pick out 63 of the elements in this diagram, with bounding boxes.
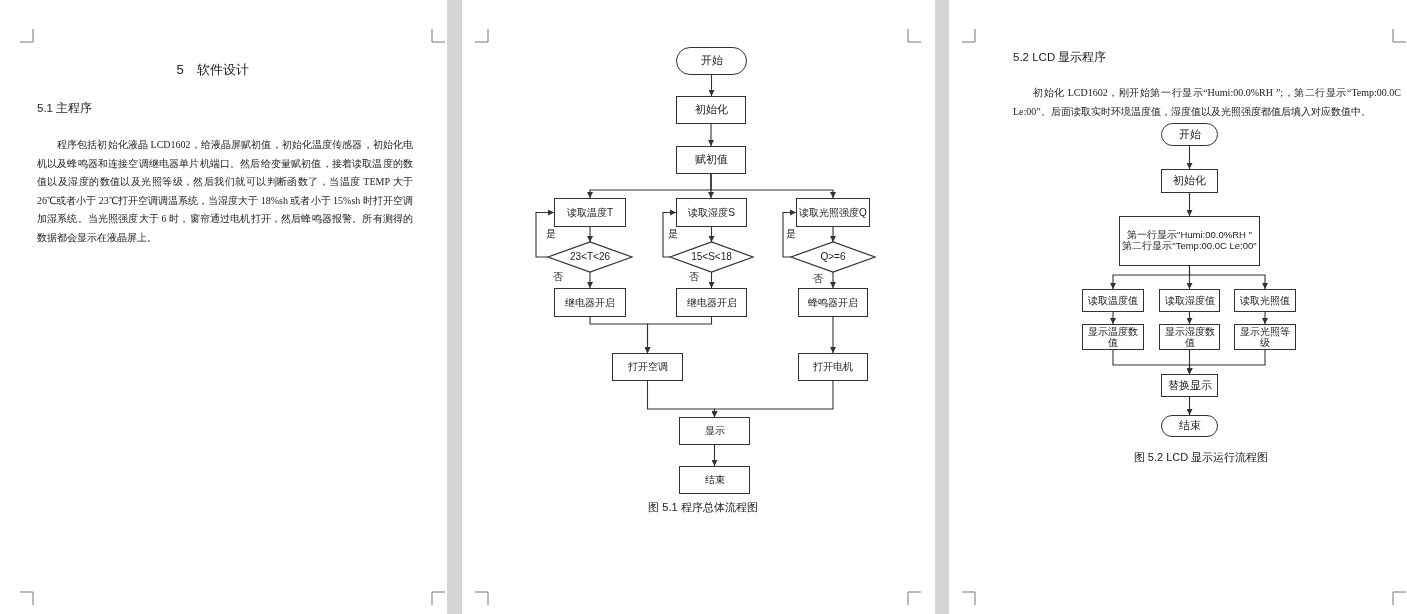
process-box: 显示温度数值 [1082, 324, 1144, 350]
flow-arrow [711, 444, 718, 467]
flow-arrow [708, 226, 715, 243]
process-box: 第一行显示"Humi:00.0%RH " 第二行显示"Temp:00.0C Le:00" [1119, 216, 1260, 266]
flow-arrow [708, 271, 715, 289]
process-box: 初始化 [1161, 169, 1218, 193]
process-box: 显示湿度数值 [1159, 324, 1220, 350]
flow-arrow [830, 226, 836, 243]
flow-arrow [782, 209, 797, 258]
flow-arrow [1188, 265, 1268, 290]
flow-arrow [711, 380, 834, 418]
process-box: 读取温度值 [1082, 289, 1144, 312]
flow-arrow [1186, 396, 1193, 416]
process-box: 读取湿度S [676, 198, 747, 227]
process-box: 读取光照强度Q [796, 198, 870, 227]
flow-arrow [535, 209, 555, 258]
edge-label: 否 [812, 273, 824, 285]
figure-caption: 图 5.2 LCD 显示运行流程图 [1133, 451, 1269, 464]
flow-arrow [708, 123, 714, 147]
decision-diamond: 23<T<26 [548, 242, 632, 272]
process-box: 替换显示 [1161, 374, 1218, 397]
flow-arrow [1186, 349, 1266, 375]
edge-label: 是 [785, 228, 797, 240]
flow-arrow [830, 316, 836, 354]
edge-label: 否 [552, 271, 564, 283]
flow-arrow [830, 271, 836, 289]
flow-arrow [644, 316, 713, 354]
process-box: 继电器开启 [554, 288, 626, 317]
flow-arrow [1262, 311, 1268, 325]
body-paragraph: 初始化 LCD1602，刚开始第一行显示“Humi:00.0%RH ”;，第二行显示“Temp:00.0C Le:00”。后面读取实时环境温度值，湿度值以及光照强度都值后填入对应数值中。 [1013, 86, 1401, 119]
process-box: 打开电机 [798, 353, 868, 381]
decision-diamond: Q>=6 [791, 242, 875, 272]
flow-arrow [1186, 311, 1193, 325]
process-box: 蜂鸣器开启 [798, 288, 868, 317]
body-paragraph: 程序包括初始化液晶 LCD1602，给液晶屏赋初值，初始化温度传感器，初始化电机以及蜂鸣器和连接空调继电器单片机端口。然后给变量赋初值，接着读取温度的数值以及湿度的数值以及光照等级，然后我们就可以判断函数了，当温度 TEMP 大于 26℃或者小于 23℃打开空调调温系统，当湿度大于 18%sh 或者小于 15%sh 时打开空调加湿系统。当光照强度大于 6 时，窗帘通过电机打开，然后蜂鸣器报警。所有测得的数据都会显示在液晶屏上。 [37, 138, 413, 245]
flow-arrow [1186, 192, 1193, 217]
flow-arrow [587, 271, 593, 289]
decision-diamond: 15<S<18 [670, 242, 753, 272]
process-box: 读取温度T [554, 198, 626, 227]
terminal-pill: 结束 [1161, 415, 1218, 437]
process-box: 结束 [679, 466, 750, 494]
flow-arrow [587, 226, 593, 243]
flow-arrow [1110, 311, 1116, 325]
edge-label: 否 [688, 271, 700, 283]
flow-arrow [662, 209, 677, 258]
edge-label: 是 [667, 228, 679, 240]
terminal-pill: 开始 [676, 47, 747, 75]
section-heading: 5.2 LCD 显示程序 [1013, 50, 1107, 64]
flow-arrow [710, 173, 836, 199]
chapter-heading: 5 软件设计 [176, 62, 250, 78]
process-box: 赋初值 [676, 146, 746, 174]
process-box: 读取光照值 [1234, 289, 1296, 312]
process-box: 继电器开启 [676, 288, 747, 317]
process-box: 打开空调 [612, 353, 683, 381]
process-box: 读取湿度值 [1159, 289, 1220, 312]
process-box: 显示 [679, 417, 750, 445]
process-box: 初始化 [676, 96, 746, 124]
section-heading: 5.1 主程序 [37, 101, 93, 115]
edge-label: 是 [545, 228, 557, 240]
process-box: 显示光照等级 [1234, 324, 1296, 350]
flow-arrow [1186, 145, 1193, 170]
flow-arrow [708, 74, 715, 97]
terminal-pill: 开始 [1161, 123, 1218, 146]
